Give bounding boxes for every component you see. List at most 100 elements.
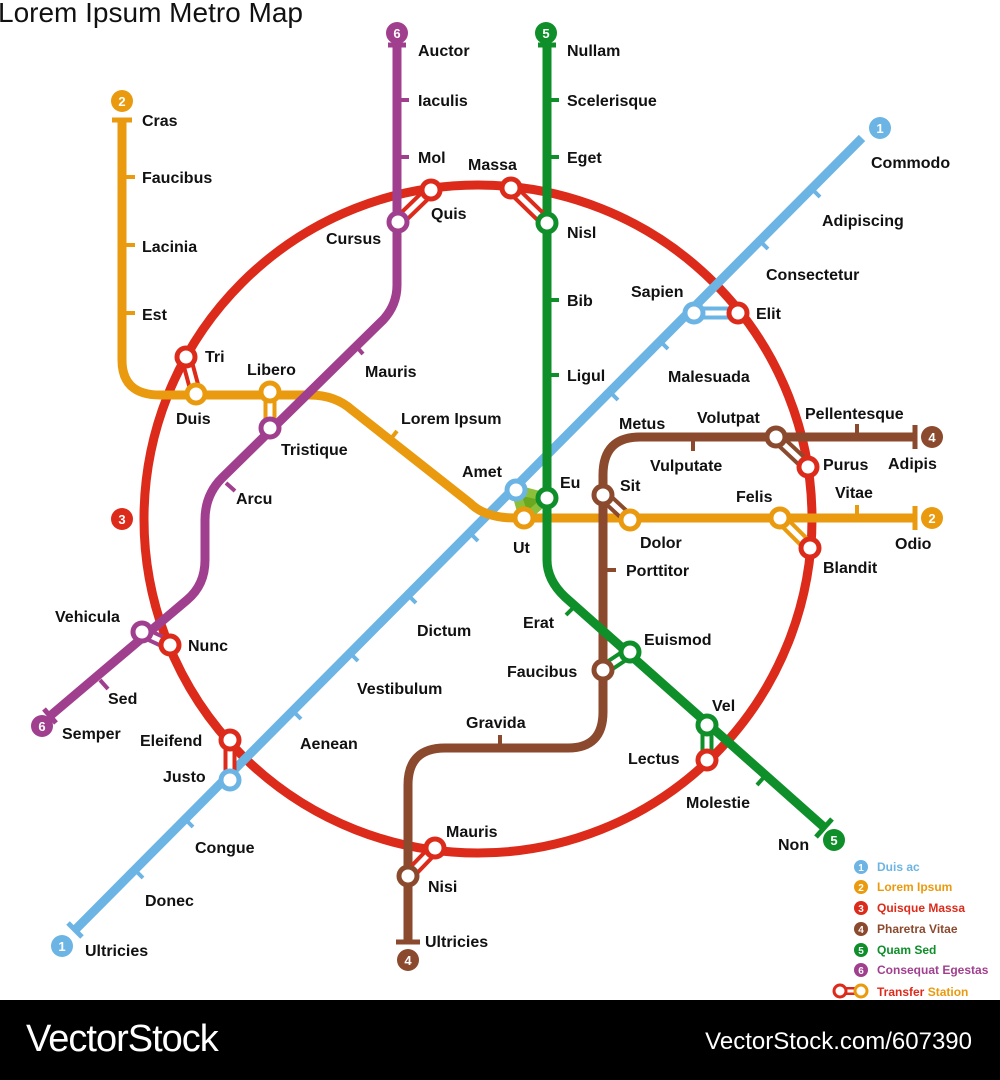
station-label[interactable]: Ligul (567, 368, 605, 385)
transfer-mauris-nisi[interactable] (396, 836, 447, 888)
station-label[interactable]: Semper (62, 726, 121, 743)
station-label[interactable]: Mauris (446, 824, 498, 841)
station-label[interactable]: Lacinia (142, 239, 197, 256)
station-label[interactable]: Vitae (835, 485, 873, 502)
station-label[interactable]: Amet (462, 464, 503, 481)
station-label[interactable]: Quis (431, 206, 467, 223)
station-label[interactable]: Mauris (365, 364, 417, 381)
station-label[interactable]: Mol (418, 150, 446, 167)
station-label[interactable]: Volutpat (697, 410, 760, 427)
station-label[interactable]: Vel (712, 698, 735, 715)
station-label[interactable]: Est (142, 307, 168, 324)
transfer-felis-blandit[interactable] (768, 506, 822, 560)
station-label[interactable]: Adipis (888, 456, 937, 473)
station-label[interactable]: Purus (823, 457, 868, 474)
station-label[interactable]: Faucibus (507, 664, 577, 681)
station-label[interactable]: Vulputate (650, 458, 722, 475)
transfer-euismod-faucibus[interactable] (591, 640, 642, 682)
station-label[interactable]: Faucibus (142, 170, 212, 187)
transfer-sit-dolor[interactable] (591, 483, 642, 532)
station-label[interactable]: Molestie (686, 795, 750, 812)
station-label[interactable]: Dictum (417, 623, 471, 640)
transfer-tri-duis[interactable] (174, 345, 208, 406)
station-label[interactable]: Iaculis (418, 93, 468, 110)
station-label[interactable]: Tri (205, 349, 225, 366)
transfer-vehicula-nunc[interactable] (130, 620, 182, 657)
line-2 (112, 117, 918, 530)
station-label[interactable]: Nunc (188, 638, 228, 655)
station-label[interactable]: Arcu (236, 491, 272, 508)
station-label[interactable]: Cursus (326, 231, 381, 248)
station-label[interactable]: Lorem Ipsum (401, 411, 501, 428)
station-label[interactable]: Vestibulum (357, 681, 442, 698)
station-label[interactable]: Blandit (823, 560, 878, 577)
station-label[interactable]: Metus (619, 416, 665, 433)
line-4-badge: 4 (921, 426, 943, 448)
station-label[interactable]: Ultricies (425, 934, 488, 951)
transfer-amet-eu-ut[interactable] (504, 478, 559, 530)
station-label[interactable]: Auctor (418, 43, 470, 60)
station-label[interactable]: Tristique (281, 442, 348, 459)
station-label[interactable]: Elit (756, 306, 782, 323)
station-tick (133, 868, 145, 880)
station-label[interactable]: Non (778, 837, 809, 854)
line-2-route (117, 120, 915, 523)
svg-text:Consequat Egestas: Consequat Egestas (877, 963, 989, 977)
station-label[interactable]: Aenean (300, 736, 358, 753)
station-label[interactable]: Odio (895, 536, 932, 553)
station-tick (608, 390, 620, 402)
station-label[interactable]: Eleifend (140, 733, 202, 750)
station-label[interactable]: Cras (142, 113, 178, 130)
station-label[interactable]: Dolor (640, 535, 682, 552)
station-label[interactable]: Eu (560, 475, 580, 492)
map-title: Lorem Ipsum Metro Map (0, 0, 303, 28)
transfer-libero-tristique[interactable] (258, 380, 282, 440)
station-label[interactable]: Ut (513, 540, 531, 557)
station-label[interactable]: Donec (145, 893, 194, 910)
station-label[interactable]: Malesuada (668, 369, 750, 386)
station-label[interactable]: Vehicula (55, 609, 120, 626)
station-label[interactable]: Scelerisque (567, 93, 657, 110)
station-tick (406, 593, 418, 605)
station-label[interactable]: Nisl (567, 225, 596, 242)
legend-transfer: Transfer Station (832, 983, 968, 999)
station-label[interactable]: Libero (247, 362, 296, 379)
station-label[interactable]: Sapien (631, 284, 683, 301)
station-label[interactable]: Bib (567, 293, 593, 310)
station-label[interactable]: Gravida (466, 715, 526, 732)
station-label[interactable]: Sit (620, 478, 641, 495)
svg-text:3: 3 (118, 512, 125, 527)
svg-text:Transfer Station: Transfer Station (877, 985, 968, 999)
station-label[interactable]: Erat (523, 615, 555, 632)
station-label[interactable]: Massa (468, 157, 517, 174)
station-label[interactable]: Commodo (871, 155, 950, 172)
station-tick (468, 531, 480, 543)
transfer-vel-lectus[interactable] (695, 713, 719, 772)
station-label[interactable]: Consectetur (766, 267, 859, 284)
station-label[interactable]: Nullam (567, 43, 620, 60)
transfer-eleifend-justo[interactable] (218, 728, 242, 792)
station-label[interactable]: Ultricies (85, 943, 148, 960)
transfer-massa-nisl[interactable] (499, 176, 559, 235)
transfer-volutpat-purus[interactable] (764, 425, 820, 479)
station-label[interactable]: Porttitor (626, 563, 689, 580)
station-label[interactable]: Justo (163, 769, 206, 786)
line-1 (66, 134, 866, 939)
station-label[interactable]: Eget (567, 150, 602, 167)
line-6-route (47, 45, 402, 720)
svg-text:5: 5 (542, 26, 549, 41)
station-label[interactable]: Nisi (428, 879, 457, 896)
station-label[interactable]: Sed (108, 691, 137, 708)
station-label[interactable]: Lectus (628, 751, 680, 768)
transfer-sapien-elit[interactable] (682, 301, 750, 325)
svg-text:5: 5 (830, 833, 837, 848)
transfer-quis-cursus[interactable] (386, 178, 443, 234)
svg-text:Quam Sed: Quam Sed (877, 943, 936, 957)
station-label[interactable]: Felis (736, 489, 773, 506)
station-label[interactable]: Duis (176, 411, 211, 428)
station-label[interactable]: Congue (195, 840, 255, 857)
station-label[interactable]: Adipiscing (822, 213, 904, 230)
station-label[interactable]: Pellentesque (805, 406, 904, 423)
station-label[interactable]: Euismod (644, 632, 712, 649)
